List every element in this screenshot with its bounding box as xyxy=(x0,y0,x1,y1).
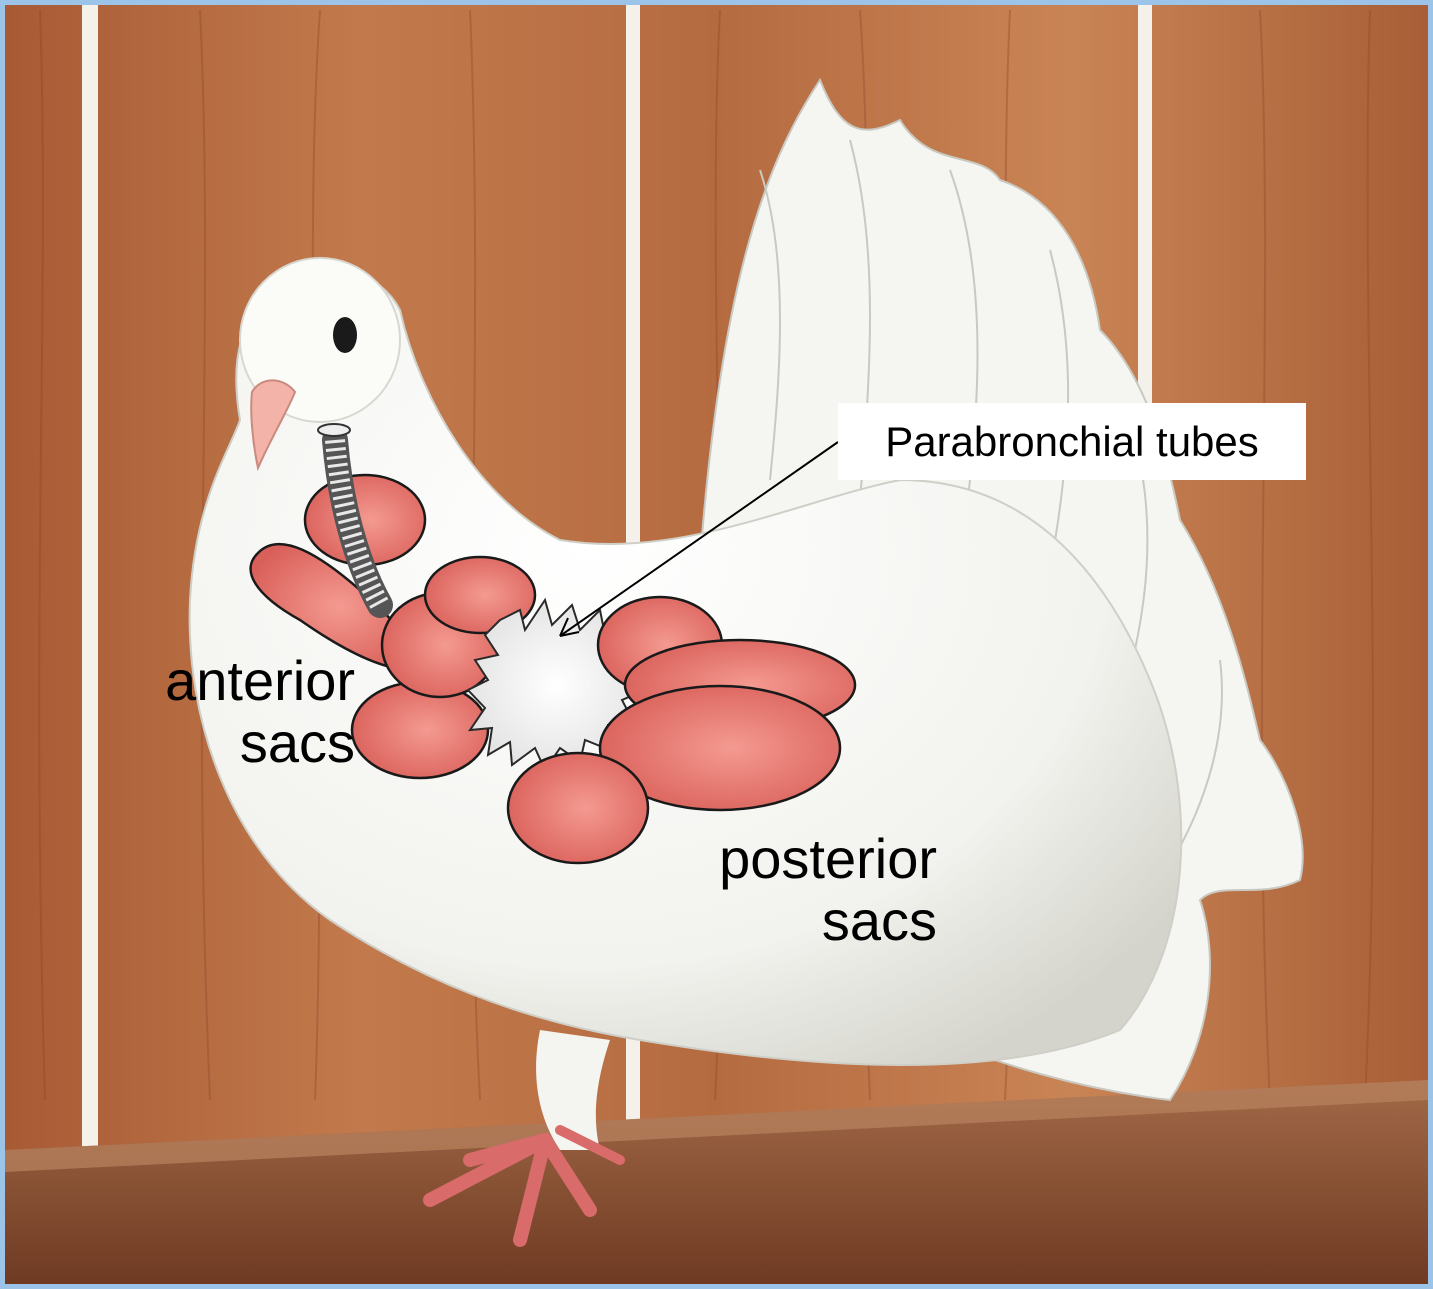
posterior-label-line2: sacs xyxy=(640,890,937,952)
posterior-label-line1: posterior xyxy=(640,828,937,890)
anterior-label-line2: sacs xyxy=(100,712,355,774)
eye xyxy=(333,317,357,353)
anterior-label-line1: anterior xyxy=(100,650,355,712)
anterior-sacs-label: anterior sacs xyxy=(100,650,355,774)
posterior-sac-lower xyxy=(508,753,648,863)
callout-label: Parabronchial tubes xyxy=(885,418,1259,466)
callout-box: Parabronchial tubes xyxy=(838,403,1306,480)
anterior-sac-lower xyxy=(352,682,488,778)
posterior-sacs-label: posterior sacs xyxy=(640,828,937,952)
